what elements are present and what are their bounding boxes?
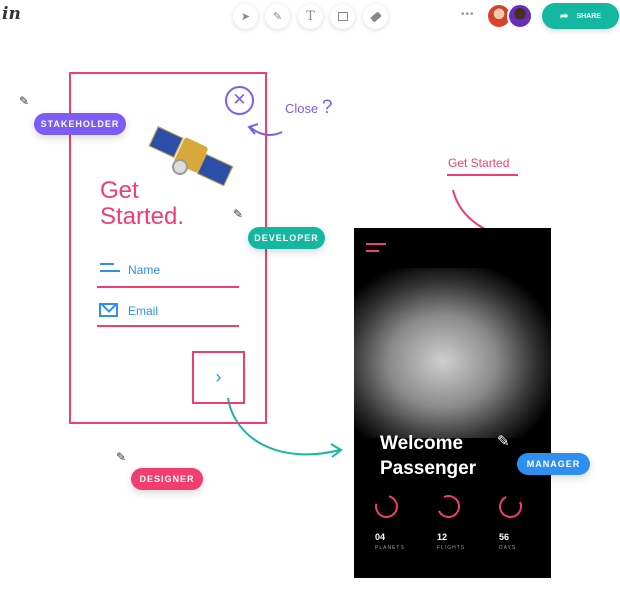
more-options-button[interactable]: ••• — [461, 9, 475, 20]
name-lines-icon — [100, 263, 120, 272]
stat-planets: 04 PLANETS — [370, 490, 425, 551]
stat-value: 56 — [499, 532, 510, 542]
close-circle-icon[interactable]: ✕ — [225, 86, 254, 115]
stakeholder-badge[interactable]: STAKEHOLDER — [34, 113, 126, 135]
select-tool-button[interactable]: ➤ — [233, 4, 258, 29]
share-icon: ➦ — [560, 10, 569, 22]
title-line-1: Get — [100, 177, 139, 204]
designer-badge[interactable]: DESIGNER — [131, 468, 203, 490]
welcome-title: Welcome Passenger — [380, 431, 476, 481]
eraser-tool-button[interactable] — [363, 4, 388, 29]
satellite-icon — [148, 125, 234, 191]
flow-arrow — [227, 397, 341, 456]
share-button[interactable]: ➦ SHARE — [542, 3, 619, 29]
stat-days: 56 DAYS — [495, 491, 549, 551]
close-annotation[interactable]: Close ? — [285, 97, 332, 119]
progress-ring — [433, 491, 464, 522]
close-annotation-arrow — [249, 126, 283, 136]
cursor-icon: ➤ — [240, 11, 251, 23]
manager-badge[interactable]: MANAGER — [517, 453, 590, 475]
stat-label: FLIGHTS — [437, 545, 466, 551]
name-label: Name — [128, 263, 161, 277]
close-annotation-text: Close — [285, 101, 319, 116]
pen-icon: ✎ — [272, 11, 283, 23]
developer-badge[interactable]: DEVELOPER — [248, 227, 325, 249]
pen-tool-button[interactable]: ✎ — [265, 4, 290, 29]
name-field[interactable]: Name — [97, 260, 239, 288]
get-started-annotation[interactable]: Get Started — [448, 156, 510, 170]
get-started-title: Get Started. — [100, 178, 184, 230]
title-line-2: Started. — [100, 203, 185, 230]
app-logo[interactable]: in — [2, 4, 21, 24]
stat-flights: 12 FLIGHTS — [433, 491, 487, 551]
image-icon — [337, 12, 348, 21]
mail-icon — [99, 303, 118, 317]
share-label: SHARE — [576, 12, 601, 20]
welcome-screen[interactable] — [354, 228, 551, 578]
title-line-2: Passenger — [380, 458, 477, 479]
text-icon: T — [306, 9, 315, 24]
title-line-1: Welcome — [380, 433, 464, 454]
email-label: Email — [128, 304, 159, 318]
image-tool-button[interactable] — [330, 4, 355, 29]
next-button[interactable]: › — [192, 351, 245, 404]
pencil-icon[interactable]: ✎ — [233, 207, 244, 221]
stat-label: DAYS — [499, 545, 517, 551]
question-mark: ? — [321, 97, 333, 118]
pencil-icon[interactable]: ✎ — [497, 433, 510, 450]
progress-ring — [370, 490, 403, 523]
stat-value: 04 — [375, 532, 386, 542]
pencil-icon[interactable]: ✎ — [116, 450, 127, 464]
avatar-user-2[interactable] — [507, 3, 533, 29]
progress-ring — [495, 491, 526, 522]
email-field[interactable]: Email — [97, 302, 239, 327]
stat-value: 12 — [437, 532, 448, 542]
text-tool-button[interactable]: T — [298, 4, 323, 29]
pencil-icon[interactable]: ✎ — [19, 94, 30, 108]
stat-label: PLANETS — [375, 545, 405, 551]
astronaut-image — [354, 268, 551, 438]
menu-icon[interactable] — [366, 243, 386, 252]
